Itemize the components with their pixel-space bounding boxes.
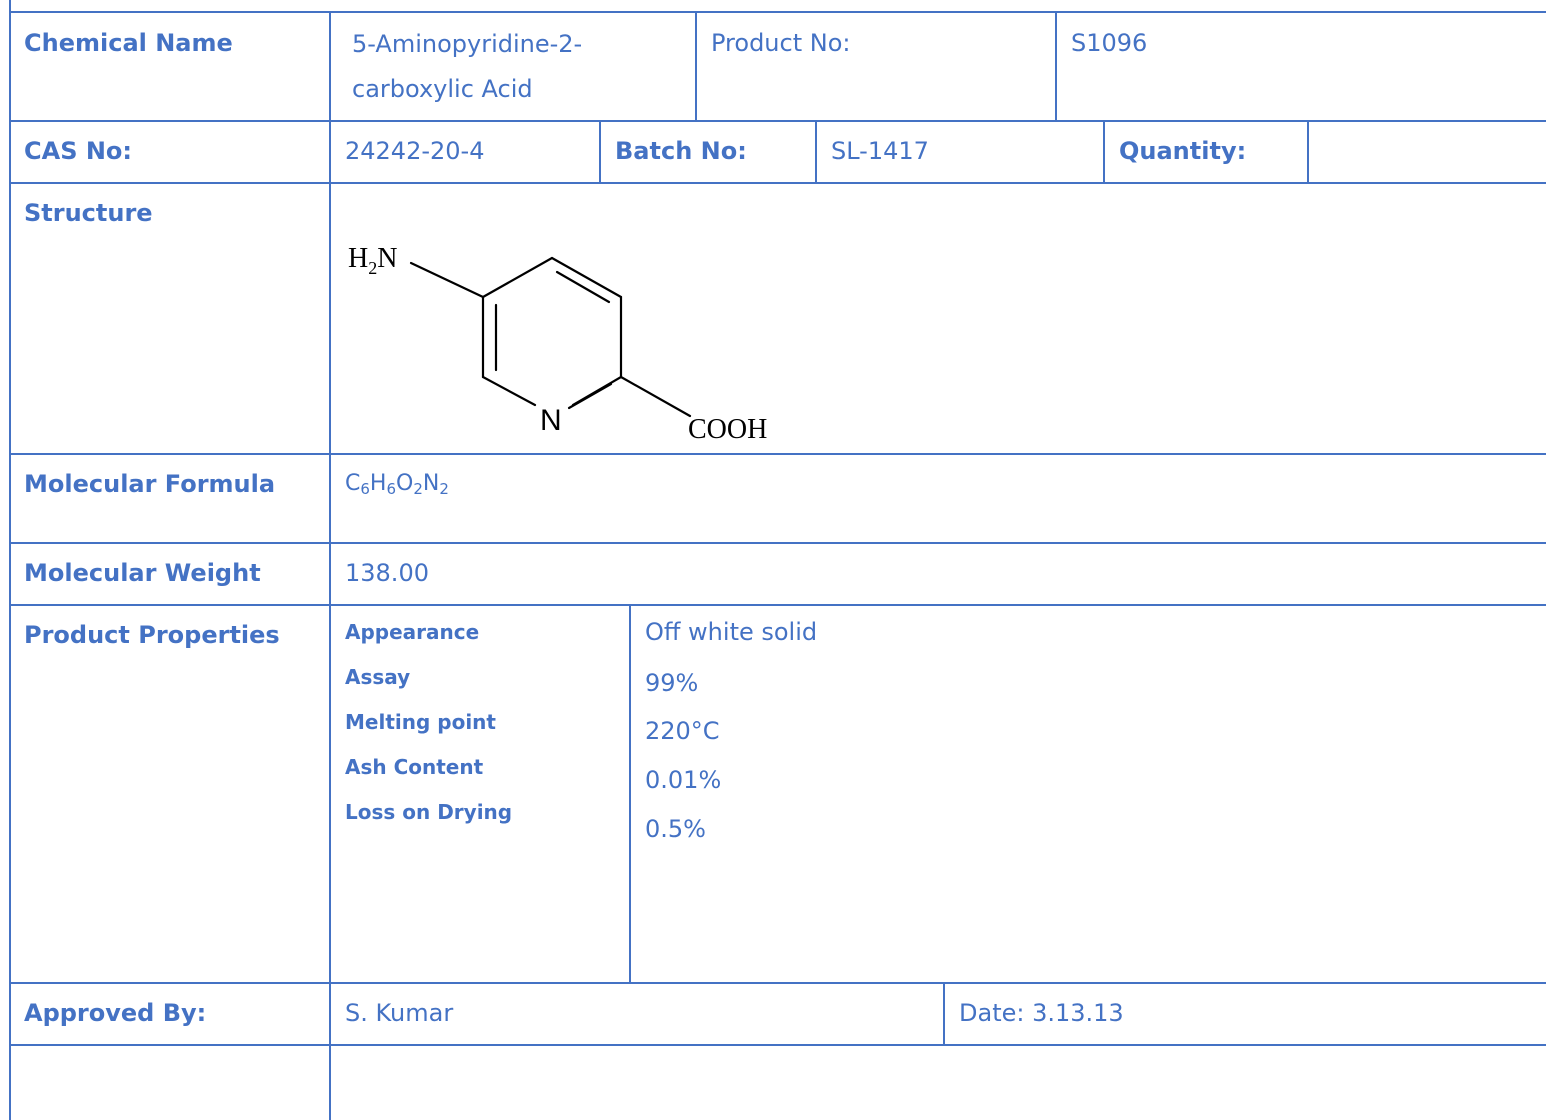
- column-divider: [1055, 11, 1057, 122]
- cas-no-value: 24242-20-4: [345, 137, 485, 165]
- chemical-name-value: 5-Aminopyridine-2-carboxylic Acid: [352, 30, 583, 103]
- property-value: 0.01%: [645, 766, 722, 794]
- row-divider: [10, 542, 1546, 544]
- row-divider: [10, 11, 1546, 13]
- molecular-formula-value: C6H6O2N2: [345, 471, 449, 498]
- row-divider: [10, 982, 1546, 984]
- amine-label: H2N: [348, 243, 397, 278]
- carboxyl-label: COOH: [688, 414, 767, 445]
- property-name: Appearance: [345, 620, 480, 644]
- property-value: Off white solid: [645, 618, 818, 646]
- ring-bond: [481, 256, 554, 299]
- row-divider: [10, 1044, 1546, 1046]
- row-divider: [10, 182, 1546, 184]
- property-value: 220°C: [645, 717, 720, 745]
- approved-by-label: Approved By:: [24, 999, 207, 1027]
- row-divider: [10, 604, 1546, 606]
- cas-no-label: CAS No:: [24, 137, 132, 165]
- ring-nitrogen-label: N: [540, 404, 562, 437]
- property-value: 0.5%: [645, 815, 706, 843]
- property-name: Melting point: [345, 710, 496, 734]
- row-divider: [10, 120, 1546, 122]
- structure-label: Structure: [24, 199, 153, 227]
- property-name: Assay: [345, 665, 411, 689]
- product-no-label: Product No:: [711, 29, 851, 57]
- column-divider: [695, 11, 697, 122]
- column-divider: [943, 982, 945, 1046]
- batch-no-value: SL-1417: [831, 137, 929, 165]
- label-column-divider: [329, 11, 331, 1120]
- column-divider: [599, 120, 601, 184]
- row-divider: [10, 453, 1546, 455]
- property-name: Ash Content: [345, 755, 484, 779]
- double-bond: [555, 270, 611, 304]
- column-divider: [1103, 120, 1105, 184]
- batch-no-label: Batch No:: [615, 137, 747, 165]
- ring-bond: [481, 375, 537, 407]
- chemical-name-label: Chemical Name: [24, 29, 233, 57]
- product-properties-label: Product Properties: [24, 621, 280, 649]
- molecular-formula-label: Molecular Formula: [24, 470, 276, 498]
- column-divider: [629, 604, 631, 984]
- column-divider: [815, 120, 817, 184]
- carboxyl-bond: [619, 375, 692, 418]
- property-value: 99%: [645, 669, 699, 697]
- molecular-weight-value: 138.00: [345, 559, 429, 587]
- approved-by-value: S. Kumar: [345, 999, 454, 1027]
- chemical-structure-diagram: H2N N COOH: [348, 243, 767, 445]
- double-bond: [567, 382, 613, 410]
- property-name: Loss on Drying: [345, 800, 513, 824]
- quantity-label: Quantity:: [1119, 137, 1247, 165]
- approval-date: Date: 3.13.13: [959, 999, 1124, 1027]
- molecular-weight-label: Molecular Weight: [24, 559, 261, 587]
- amine-bond: [409, 261, 485, 299]
- column-divider: [1307, 120, 1309, 184]
- left-border: [9, 0, 11, 1120]
- product-no-value: S1096: [1071, 29, 1148, 57]
- ring-bond: [550, 256, 623, 299]
